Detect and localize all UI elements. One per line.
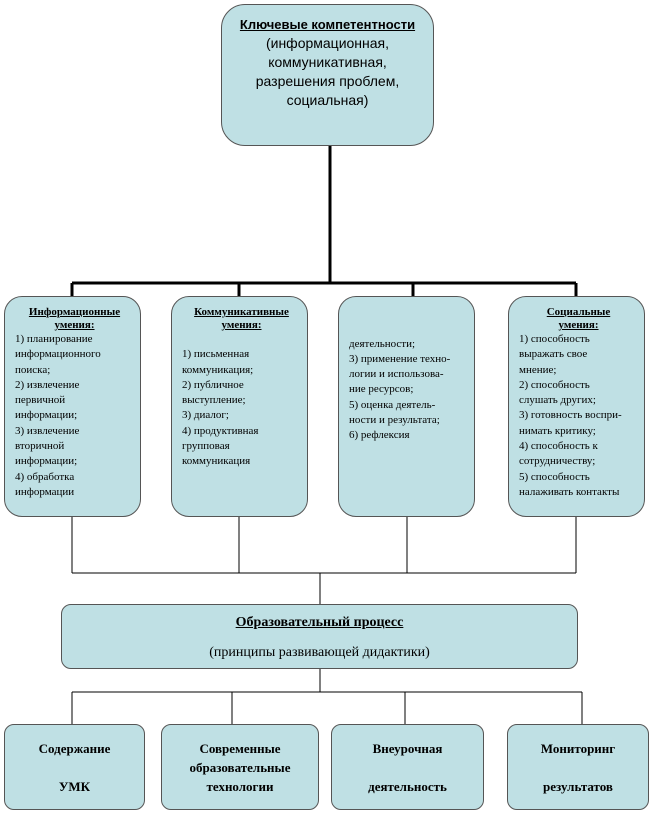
- skill-item: 6) рефлексия: [349, 429, 410, 442]
- skill-item: 5) оценка деятель-: [349, 398, 436, 411]
- skill-title-line: Социальные: [546, 306, 611, 318]
- skill-item: 1) письменная: [182, 348, 250, 361]
- bottom-box-line: Внеурочная: [372, 740, 443, 756]
- skill-item: 4) продуктивная: [182, 424, 259, 437]
- skill-item: 5) способность: [519, 470, 590, 483]
- skill-item: [182, 332, 301, 347]
- skill-item: вторичной: [15, 440, 65, 453]
- key-competencies-title: Ключевые компетентности: [239, 17, 416, 32]
- educational-process-box: Образовательный процесс (принципы развив…: [61, 604, 578, 669]
- skill-title-line: Коммуникативные: [194, 306, 289, 318]
- skill-item: слушать других;: [519, 394, 596, 407]
- bottom-box-line: образовательные: [189, 759, 291, 775]
- skill-item: мнение;: [519, 363, 557, 376]
- skill-item: 4) обработка: [15, 470, 75, 483]
- bottom-box-line: деятельность: [368, 778, 447, 794]
- bottom-box-monitoring: Мониторинг результатов: [507, 724, 649, 810]
- skill-item: логии и использова-: [349, 368, 444, 381]
- bottom-box-extracurricular: Внеурочная деятельность: [331, 724, 484, 810]
- skill-item: сотрудничеству;: [519, 455, 596, 468]
- skill-item: 1) способность: [519, 333, 590, 345]
- educational-process-title: Образовательный процесс: [235, 615, 404, 630]
- skill-item: ние ресурсов;: [349, 383, 414, 396]
- skill-item: первичной: [15, 394, 66, 407]
- bottom-box-technologies: Современные образовательные технологии: [161, 724, 319, 810]
- skill-item: 1) планирование: [15, 333, 93, 345]
- skill-item: налаживать контакты: [519, 485, 620, 498]
- skill-title-line: умения:: [54, 319, 95, 331]
- skill-item: коммуникация: [182, 455, 251, 468]
- educational-process-subtitle: (принципы развивающей дидактики): [209, 645, 430, 660]
- skill-item: 4) способность к: [519, 440, 598, 453]
- skill-item: ности и результата;: [349, 414, 440, 427]
- skill-box-problem-solving: деятельности; 3) применение техно-логии и…: [338, 296, 475, 517]
- skill-item: [349, 306, 468, 321]
- key-competencies-line: разрешения проблем,: [255, 73, 400, 89]
- key-competencies-line: (информационная,: [265, 35, 390, 51]
- skill-item: 3) готовность воспри-: [519, 409, 622, 422]
- skill-item: 3) извлечение: [15, 424, 80, 437]
- skill-item: 2) публичное: [182, 378, 244, 391]
- skill-item: 3) диалог;: [182, 409, 229, 422]
- bottom-box-content: Содержание УМК: [4, 724, 145, 810]
- bottom-box-line: Современные: [199, 740, 281, 756]
- key-competencies-line: коммуникативная,: [268, 54, 387, 70]
- skill-item: [349, 321, 468, 336]
- skill-item: 2) извлечение: [15, 378, 80, 391]
- skill-title-line: умения:: [221, 319, 262, 331]
- key-competencies-box: Ключевые компетентности (информационная,…: [221, 4, 434, 146]
- bottom-box-line: Содержание: [38, 740, 111, 756]
- skill-item: деятельности;: [349, 337, 416, 350]
- skill-item: информации;: [15, 455, 78, 468]
- bottom-box-line: [406, 758, 409, 777]
- bottom-box-line: Мониторинг: [540, 740, 616, 756]
- bottom-box-line: [576, 758, 579, 777]
- skill-item: информации;: [15, 409, 78, 422]
- skill-item: нимать критику;: [519, 424, 596, 437]
- bottom-box-line: технологии: [206, 778, 274, 794]
- skill-title-line: Информационные: [28, 306, 121, 318]
- skill-title-line: умения:: [558, 319, 599, 331]
- skill-item: групповая: [182, 440, 230, 453]
- skill-item: 2) способность: [519, 378, 590, 391]
- skill-item: информационного: [15, 348, 101, 361]
- skill-item: информации: [15, 485, 75, 498]
- skill-item: поиска;: [15, 363, 51, 376]
- key-competencies-line: социальная): [286, 92, 369, 108]
- bottom-box-line: [73, 758, 76, 777]
- bottom-box-line: УМК: [58, 778, 91, 794]
- bottom-box-line: результатов: [543, 778, 613, 794]
- skill-item: выступление;: [182, 394, 246, 407]
- skill-item: коммуникация;: [182, 363, 254, 376]
- skill-item: выражать свое: [519, 348, 588, 361]
- skill-item: 3) применение техно-: [349, 352, 451, 365]
